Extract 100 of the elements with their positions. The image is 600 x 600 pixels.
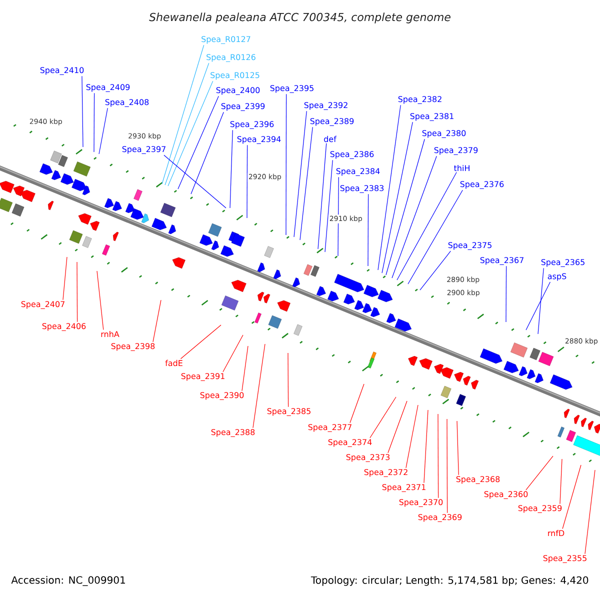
- gene-label: Spea_2388: [211, 429, 255, 437]
- leader-line: [190, 112, 224, 194]
- gene-label: Spea_2383: [340, 185, 384, 193]
- gene-label: Spea_2373: [346, 454, 390, 462]
- leader-line: [62, 256, 68, 300]
- gene-label: Spea_2390: [200, 392, 244, 400]
- gene-label: Spea_2368: [456, 476, 500, 484]
- leader-line: [300, 126, 313, 240]
- leader-line: [386, 138, 425, 276]
- leader-line: [526, 456, 554, 490]
- gene-label: Spea_2377: [308, 424, 352, 432]
- leader-line: [368, 194, 369, 266]
- leader-line: [378, 104, 401, 270]
- gene-label: Spea_2371: [382, 484, 426, 492]
- gene-label: Spea_2380: [422, 130, 466, 138]
- gene-label: Spea_2397: [122, 146, 166, 154]
- leader-line: [242, 346, 248, 392]
- gene-label: Spea_2370: [399, 499, 443, 507]
- leader-line: [318, 143, 327, 250]
- leader-line: [350, 384, 364, 424]
- leader-line: [388, 400, 408, 454]
- gene-label: Spea_2407: [21, 301, 64, 309]
- gene-label: Spea_2374: [328, 439, 372, 447]
- gene-label: Spea_2410: [40, 67, 84, 75]
- leader-line: [408, 190, 463, 284]
- gene-label: Spea_2394: [237, 136, 281, 144]
- leader-line: [396, 172, 457, 280]
- gene-label: Spea_2381: [410, 113, 454, 121]
- leader-line: [338, 176, 339, 256]
- gene-label: Spea_2409: [86, 84, 130, 92]
- leader-line: [324, 160, 333, 252]
- leader-line: [382, 122, 413, 274]
- leader-line: [82, 76, 84, 148]
- gene-label: Spea_R0125: [210, 72, 260, 80]
- leader-line: [230, 130, 233, 208]
- footer-text: Topology: circular; Length: 5,174,581 bp; Genes: 4,420: [310, 575, 590, 587]
- gene-label: Spea_2398: [111, 343, 155, 351]
- leader-line: [562, 464, 582, 530]
- gene-label: Spea_R0126: [206, 54, 256, 62]
- leader-line: [288, 352, 289, 408]
- leader-line: [178, 96, 219, 190]
- leader-line: [506, 266, 507, 322]
- leader-line: [252, 344, 266, 428]
- gene-label: Spea_2372: [364, 469, 408, 477]
- gene-label: thiH: [454, 164, 470, 172]
- leader-line: [246, 144, 248, 218]
- footer-text: Accession: NC_009901: [10, 575, 127, 587]
- leader-line: [370, 396, 396, 438]
- leader-line: [94, 92, 95, 152]
- leader-line: [164, 62, 210, 186]
- gene-label: Spea_2376: [460, 181, 504, 189]
- leader-line: [98, 108, 108, 154]
- gene-label: Spea_2359: [518, 505, 562, 513]
- gene-label: Spea_2392: [304, 102, 348, 110]
- leader-line: [286, 94, 287, 236]
- gene-label: Spea_2360: [484, 491, 528, 499]
- gene-label: aspS: [548, 273, 566, 281]
- leader-line: [406, 404, 418, 468]
- leader-line: [294, 110, 307, 238]
- gene-label: Spea_2369: [418, 514, 462, 522]
- gene-label: def: [324, 136, 337, 142]
- leader-line: [424, 410, 428, 484]
- leader-line: [152, 300, 162, 342]
- gene-label: Spea_2365: [541, 259, 584, 267]
- leader-line: [420, 250, 451, 290]
- leader-line: [164, 154, 226, 208]
- leader-line: [168, 80, 214, 186]
- gene-label: Spea_2385: [267, 408, 310, 416]
- gene-label: Spea_2389: [310, 118, 354, 126]
- gene-label: Spea_2408: [105, 99, 149, 107]
- leader-line: [96, 270, 104, 330]
- leader-line: [76, 262, 78, 322]
- gene-label: Spea_2386: [330, 151, 374, 159]
- gene-label: Spea_2367: [480, 257, 524, 265]
- leader-line: [392, 156, 437, 278]
- gene-label: Spea_2406: [42, 323, 86, 331]
- leader-line: [584, 470, 596, 554]
- gene-label: Spea_2391: [181, 373, 224, 381]
- leader-line: [526, 282, 550, 330]
- leader-line: [538, 268, 544, 334]
- gene-label: rnhA: [101, 330, 120, 338]
- leader-line: [456, 420, 459, 476]
- gene-label: Spea_R0127: [202, 36, 250, 44]
- gene-label: Spea_2395: [270, 85, 314, 93]
- gene-label: Spea_2384: [336, 168, 380, 176]
- gene-label: rnfD: [548, 530, 564, 536]
- gene-label: Spea_2355: [543, 555, 586, 563]
- leader-line: [222, 334, 244, 372]
- leader-line: [162, 44, 204, 184]
- gene-label: fadE: [165, 360, 182, 366]
- gene-label: Spea_2400: [216, 87, 260, 95]
- leader-line: [560, 458, 562, 504]
- leader-line: [180, 324, 222, 359]
- gene-label: Spea_2382: [398, 96, 442, 104]
- gene-label: Spea_2399: [221, 103, 265, 111]
- gene-label: Spea_2379: [434, 147, 478, 155]
- leader-line: [446, 418, 448, 514]
- gene-label: Spea_2396: [230, 121, 274, 129]
- gene-label: Spea_2375: [448, 242, 492, 250]
- leader-line: [438, 414, 439, 498]
